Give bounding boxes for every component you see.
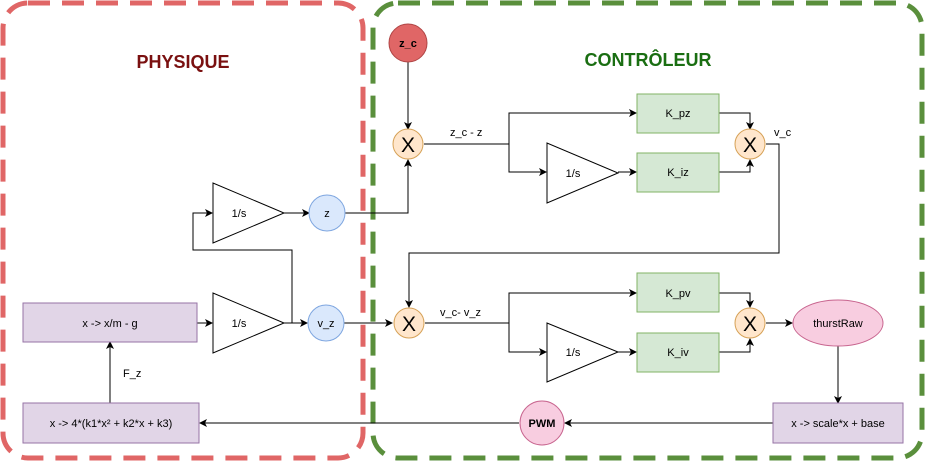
sum-junction-v: X (393, 307, 425, 339)
pwm-label: PWM (529, 418, 556, 430)
fn-force-label: x -> 4*(k1*x² + k2*x + k3) (50, 418, 173, 430)
integrator-label: 1/s (232, 208, 247, 220)
region-controleur-title: CONTRÔLEUR (585, 49, 712, 70)
gain-kiv-block: K_iv (636, 332, 720, 373)
edge-vz-int-z (192, 209, 293, 323)
region-physique-border (0, 0, 366, 461)
fn-scale-label: x -> scale*x + base (791, 418, 885, 430)
fn-accel-block: x -> x/m - g (22, 302, 198, 343)
connectors (106, 62, 842, 427)
fn-force-block: x -> 4*(k1*x² + k2*x + k3) (22, 402, 200, 444)
region-physique-title: PHYSIQUE (136, 52, 229, 72)
integrator-v-controller: 1/s (546, 322, 620, 383)
integrator-position: 1/s (212, 182, 286, 244)
edge-to-kpv (508, 289, 637, 323)
sum-symbol: X (402, 313, 416, 336)
gain-kpv-label: K_pv (665, 288, 691, 300)
sum-junction-z: X (392, 128, 424, 160)
gain-kiz-label: K_iz (667, 167, 688, 179)
state-z-node: z (308, 194, 346, 232)
edge-kiv-sum4 (719, 338, 754, 353)
edge-kiz-sum2 (719, 159, 754, 173)
sum-symbol: X (401, 134, 415, 157)
integrator-label: 1/s (566, 347, 581, 359)
gain-kpv-block: K_pv (636, 272, 720, 313)
gain-kpz-block: K_pz (636, 93, 720, 134)
fn-scale-block: x -> scale*x + base (772, 402, 904, 444)
fn-accel-label: x -> x/m - g (82, 318, 137, 330)
edge-vc-sum3 (405, 143, 780, 308)
state-vz-label: v_z (317, 318, 334, 330)
edge-to-int-v (508, 323, 547, 356)
thurstraw-node: thurstRaw (792, 299, 884, 347)
label-v-c: v_c (774, 127, 792, 139)
edge-kpv-sum4 (719, 292, 754, 308)
thurstraw-label: thurstRaw (813, 318, 863, 330)
edge-z-sum1 (345, 159, 412, 214)
state-vz-node: v_z (307, 304, 345, 342)
sum-symbol: X (743, 134, 757, 157)
pwm-node: PWM (519, 400, 565, 446)
state-z-label: z (324, 208, 330, 220)
setpoint-zc-node (388, 23, 428, 63)
label-f-z: F_z (123, 368, 141, 380)
integrator-label: 1/s (566, 168, 581, 180)
edge-to-kpz (508, 109, 637, 144)
gain-kiv-label: K_iv (667, 347, 689, 359)
edge-kpz-sum2 (719, 112, 754, 130)
integrator-label: 1/s (232, 318, 247, 330)
region-controleur-border (370, 0, 925, 461)
edge-to-int-z (508, 144, 547, 176)
sum-symbol: X (743, 313, 757, 336)
label-v-error: v_c- v_z (440, 307, 481, 319)
integrator-velocity: 1/s (212, 292, 286, 354)
integrator-z-controller: 1/s (546, 142, 620, 204)
sum-junction-thrust: X (734, 307, 766, 339)
gain-kiz-block: K_iz (636, 152, 720, 193)
gain-kpz-label: K_pz (665, 108, 690, 120)
sum-junction-vc: X (734, 128, 766, 160)
setpoint-zc-label: z_c (399, 38, 417, 50)
label-z-error: z_c - z (450, 127, 482, 139)
